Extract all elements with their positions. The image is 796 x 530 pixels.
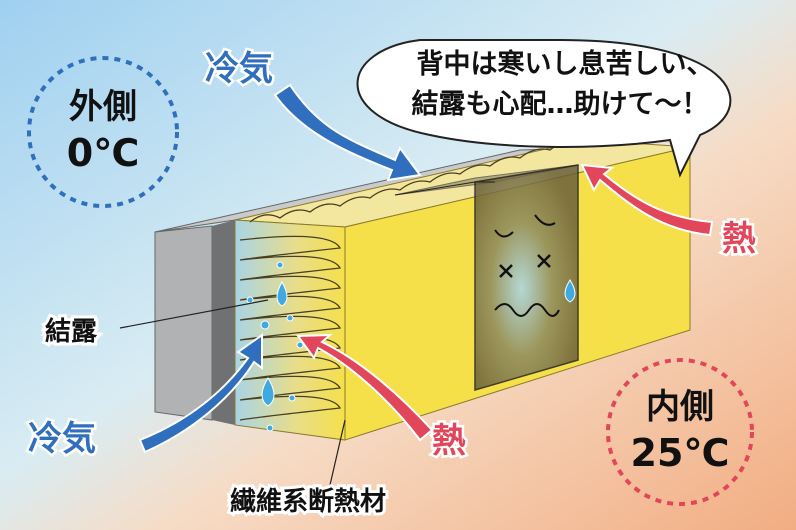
wall-section	[154, 132, 691, 441]
cold-air-arrow-top	[273, 83, 422, 182]
fiber-pattern	[239, 132, 611, 421]
inside-label: 内側	[646, 387, 714, 427]
insulation-front	[234, 219, 346, 441]
heat-label-bottom: 熱	[432, 421, 466, 461]
condensation-leader-line	[119, 299, 269, 329]
inside-temp: 25℃	[631, 431, 730, 475]
heat-arrow-right	[580, 163, 714, 237]
outside-temp-badge: 外側 0℃	[27, 56, 179, 208]
cold-air-arrow-bottom	[138, 333, 263, 454]
x-eyes-icon	[499, 254, 551, 278]
cold-air-label-bottom: 冷気	[28, 419, 96, 459]
inside-temp-badge: 内側 25℃	[606, 358, 754, 506]
board-front	[154, 225, 213, 421]
outside-temp: 0℃	[67, 131, 139, 175]
board-dark-layer	[212, 220, 235, 425]
worried-brows	[494, 214, 556, 238]
speech-bubble: 背中は寒いし息苦しい、 結露も心配…助けて～！	[356, 39, 732, 178]
insulation-leader-line	[329, 419, 346, 486]
wavy-mouth	[494, 303, 560, 317]
suffocating-box-character	[394, 164, 579, 391]
speech-line-1: 背中は寒いし息苦しい、	[417, 48, 714, 80]
cold-air-label-top: 冷気	[205, 49, 273, 89]
outside-label: 外側	[69, 87, 137, 127]
heat-label-right: 熱	[722, 219, 756, 259]
heat-arrow-bottom	[296, 333, 434, 442]
speech-line-2: 結露も心配…助けて～！	[412, 88, 709, 120]
condensation-label: 結露	[45, 316, 98, 347]
insulation-label: 繊維系断熱材	[230, 486, 386, 517]
sweat-drop-icon	[564, 279, 576, 303]
